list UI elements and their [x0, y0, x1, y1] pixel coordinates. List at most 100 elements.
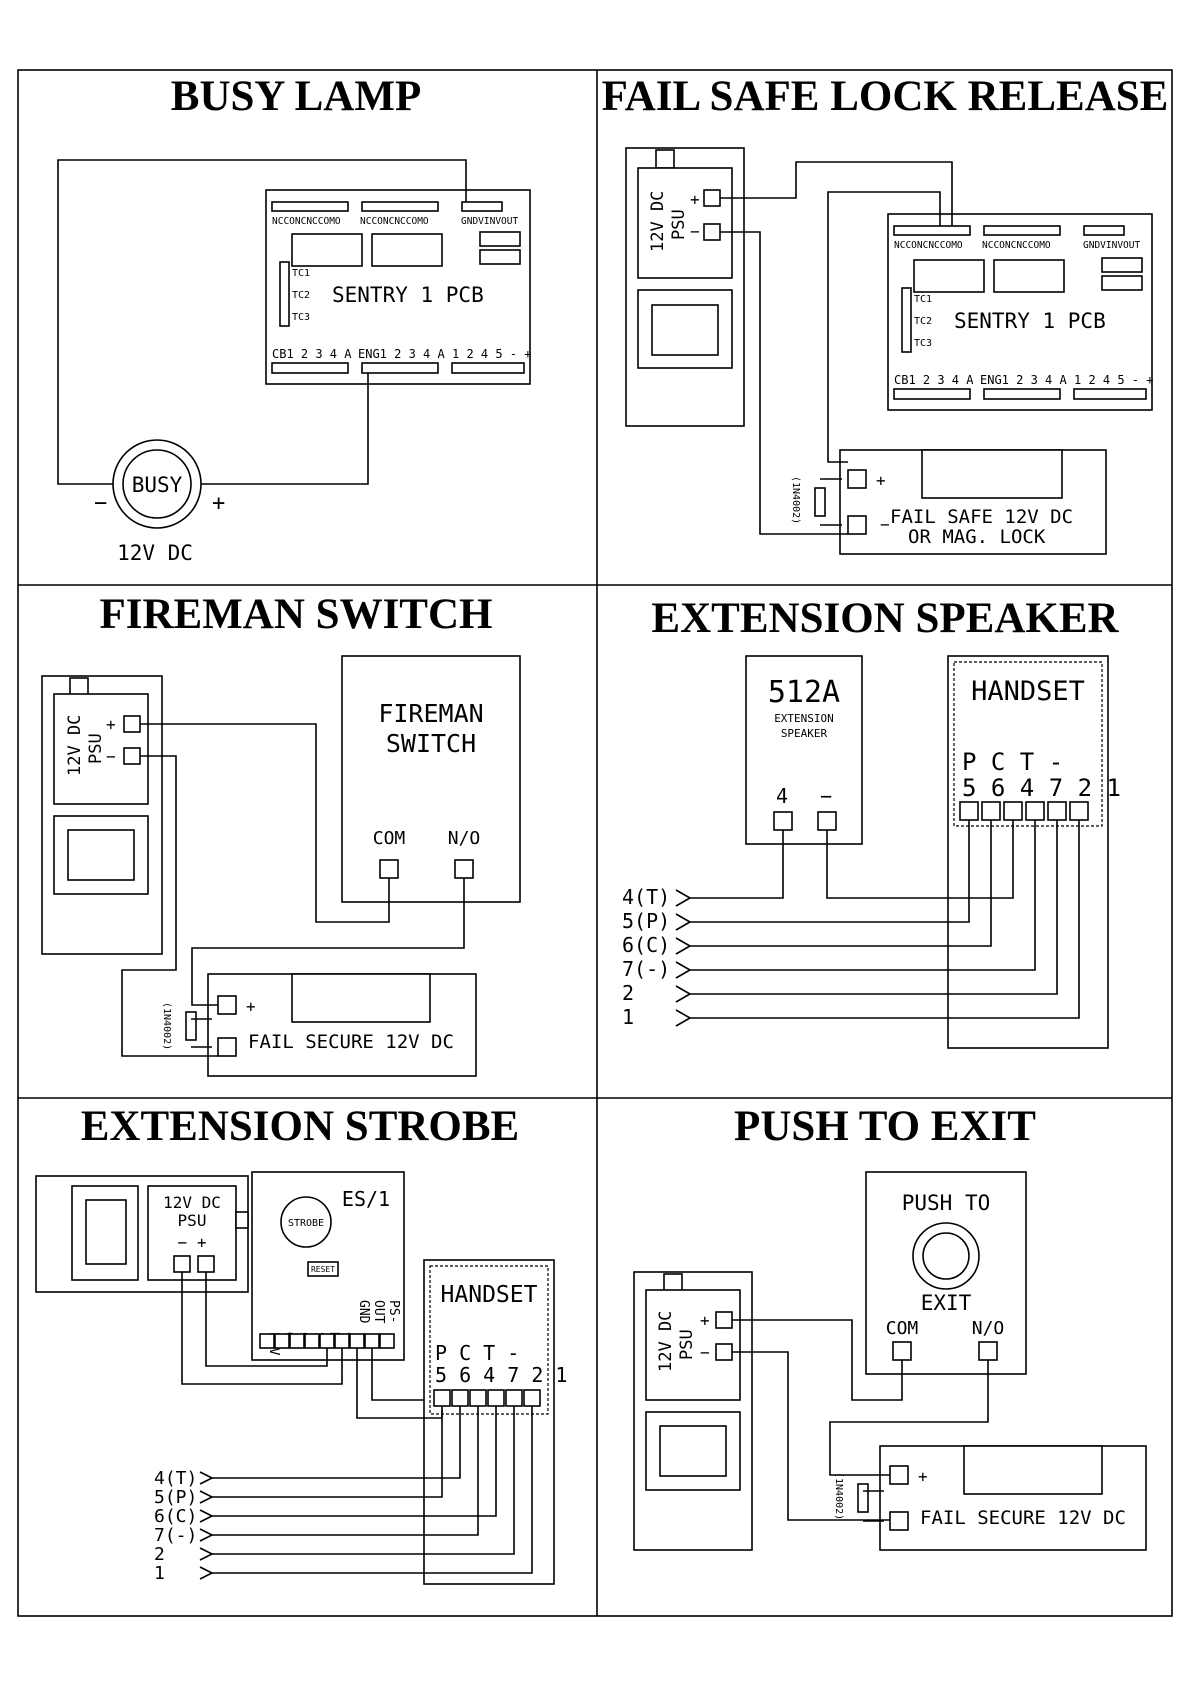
psu-label: 12V DC — [65, 715, 85, 776]
com-terminal — [379, 859, 399, 879]
pct-label: P C T - — [435, 1341, 519, 1365]
psu-board: 12V DC PSU + − — [633, 1271, 753, 1551]
sentry-pcb: NCCONCNCCOMO NCCONCNCCOMO GNDVINVOUT TC1… — [265, 189, 531, 385]
wire-label: 7(-) — [622, 957, 670, 981]
diode — [814, 487, 826, 517]
com-terminal — [892, 1341, 912, 1361]
pcb-top-label: NCCONCNCCOMO — [360, 216, 429, 227]
pct-label: 5 6 4 7 2 1 — [962, 774, 1121, 802]
psu-label: 12V DC — [648, 191, 668, 252]
handset-box: HANDSET P C T - 5 6 4 7 2 1 — [947, 655, 1121, 1049]
busy-lamp: BUSY − + 12V DC — [94, 439, 225, 565]
wire-label: 1 — [154, 1563, 165, 1584]
lamp-plus: + — [212, 491, 225, 516]
fireman-switch-box: FIREMAN SWITCH COM N/O — [341, 655, 521, 903]
pcb-bottom-label: 1 2 4 5 - + — [1074, 373, 1153, 387]
terminal-label: − — [820, 784, 832, 808]
pcb-top-label: GNDVINVOUT — [461, 216, 518, 227]
panel-strobe: EXTENSION STROBE 12V DC PSU − + ES/1 STR… — [35, 1103, 567, 1585]
psu-board: 12V DC PSU − + — [35, 1175, 249, 1293]
button-label: EXIT — [921, 1291, 972, 1315]
psu-minus: − — [106, 747, 116, 766]
wire-label: 4(T) — [622, 885, 670, 909]
no-label: N/O — [972, 1318, 1005, 1339]
speaker-terminal — [773, 811, 793, 831]
lock-label: OR MAG. LOCK — [908, 526, 1046, 548]
speaker-sub: EXTENSION — [774, 712, 834, 725]
lock-terminal-plus — [847, 469, 867, 489]
com-label: COM — [373, 828, 406, 849]
lock-plus: + — [246, 997, 256, 1016]
pcb-name: SENTRY 1 PCB — [954, 309, 1106, 333]
panel-fail-safe: FAIL SAFE LOCK RELEASE 12V DC PSU + − NC… — [602, 73, 1168, 555]
psu-board: 12V DC PSU + − — [41, 675, 163, 955]
tc-label: TC3 — [292, 312, 310, 323]
fail-secure-lock: + FAIL SECURE 12V DC (1N4002) — [833, 1445, 1147, 1551]
relay — [993, 259, 1065, 293]
terminal-strip — [361, 362, 439, 374]
lock-terminal-minus — [889, 1511, 909, 1531]
pcb-top-terminals — [271, 201, 503, 212]
wire-label: 2 — [154, 1544, 165, 1565]
pct-label: 5 6 4 7 2 1 — [435, 1363, 567, 1387]
psu-terminal-minus — [715, 1343, 733, 1361]
terminal-label: GND — [356, 1300, 371, 1324]
tc-header — [279, 261, 290, 327]
terminal-strip — [271, 362, 349, 374]
tc-label: TC1 — [292, 268, 310, 279]
diode-label: (1N4002) — [790, 476, 801, 524]
terminal-label: OUT — [371, 1300, 386, 1324]
busy-wiring — [57, 159, 467, 485]
component — [479, 231, 521, 247]
panel-title: EXTENSION SPEAKER — [651, 595, 1119, 642]
pcb-top-label: NCCONCNCCOMO — [272, 216, 341, 227]
psu-label: PSU — [86, 733, 106, 764]
panel-title: BUSY LAMP — [171, 73, 421, 120]
psu-terminal-plus — [715, 1311, 733, 1329]
panel-title: FIREMAN SWITCH — [99, 591, 492, 638]
speaker-terminal — [817, 811, 837, 831]
psu-label: PSU — [677, 1329, 697, 1360]
psu-polarity: − + — [178, 1233, 207, 1252]
diode-label: (1N4002) — [833, 1472, 844, 1520]
psu-plus: + — [690, 190, 700, 209]
handset-label: HANDSET — [971, 676, 1085, 707]
strobe-wiring — [181, 1272, 533, 1580]
component — [1101, 257, 1143, 273]
switch-label: FIREMAN — [378, 699, 483, 728]
fireman-wiring — [121, 723, 465, 1057]
psu-board: 12V DC PSU + − — [625, 147, 745, 427]
strobe-label: STROBE — [288, 1218, 324, 1229]
lock-label: FAIL SECURE 12V DC — [248, 1031, 454, 1053]
relay — [913, 259, 985, 293]
fail-safe-wiring — [720, 161, 953, 535]
com-label: COM — [886, 1318, 919, 1339]
speaker-model: 512A — [768, 675, 840, 710]
sentry-pcb: NCCONCNCCOMO NCCONCNCCOMO GNDVINVOUT TC1… — [887, 213, 1153, 411]
panel-speaker: EXTENSION SPEAKER 512A EXTENSION SPEAKER… — [622, 595, 1121, 1049]
fail-secure-lock: + FAIL SECURE 12V DC (1N4002) — [161, 973, 477, 1077]
panel-title: PUSH TO EXIT — [734, 1103, 1036, 1150]
switch-label: SWITCH — [386, 729, 476, 758]
wire-label: 7(-) — [154, 1525, 197, 1546]
speaker-wiring — [675, 820, 1080, 1027]
psu-plus: + — [700, 1311, 710, 1330]
tc-label: TC3 — [914, 338, 932, 349]
lock-terminal-minus — [217, 1037, 237, 1057]
lock-terminal-plus — [217, 995, 237, 1015]
psu-terminal-plus — [123, 715, 141, 733]
lamp-minus: − — [94, 491, 107, 516]
panel-busy-lamp: BUSY LAMP NCCONCNCCOMO NCCONCNCCOMO GNDV… — [57, 73, 531, 565]
diode — [185, 1011, 197, 1041]
lock-minus: − — [880, 515, 890, 534]
pcb-bottom-label: CB1 2 3 4 A — [272, 347, 352, 361]
transformer — [659, 1425, 727, 1477]
transformer — [67, 829, 135, 881]
panel-title: EXTENSION STROBE — [81, 1103, 520, 1150]
extension-speaker-box: 512A EXTENSION SPEAKER 4 − — [745, 655, 863, 845]
diode — [857, 1483, 869, 1513]
terminal-strip — [451, 362, 525, 374]
wire-label: 2 — [622, 981, 634, 1005]
pcb-top-label: NCCONCNCCOMO — [982, 240, 1051, 251]
